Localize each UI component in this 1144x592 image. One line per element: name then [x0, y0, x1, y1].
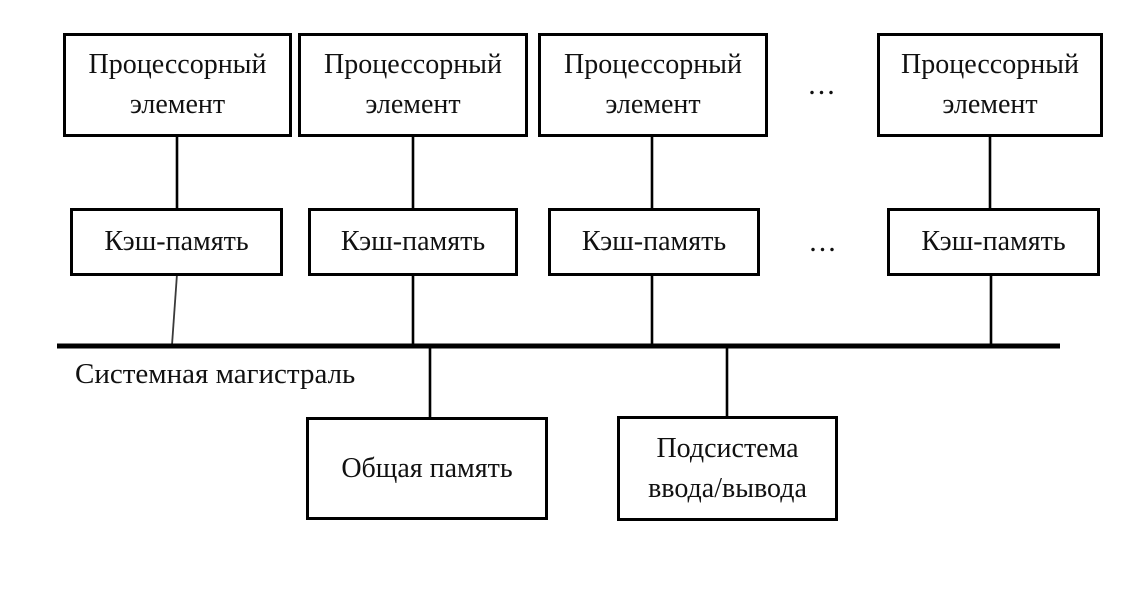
- processor-element-label-3: Процессорный элемент: [564, 49, 742, 120]
- processor-element-label-2: Процессорный элемент: [324, 49, 502, 120]
- processor-element-box-3: Процессорный элемент: [538, 33, 768, 137]
- ellipsis-top: ...: [808, 68, 837, 101]
- processor-element-box-2: Процессорный элемент: [298, 33, 528, 137]
- system-bus-label: Системная магистраль: [75, 358, 356, 390]
- cache-memory-label-2: Кэш-память: [340, 226, 486, 258]
- cache-memory-label-3: Кэш-память: [581, 226, 727, 258]
- cache-memory-box-1: Кэш-память: [70, 208, 283, 276]
- processor-element-box-4: Процессорный элемент: [877, 33, 1103, 137]
- cache-memory-box-3: Кэш-память: [548, 208, 760, 276]
- cache-memory-label-1: Кэш-память: [104, 226, 249, 258]
- shared-memory-box: Общая память: [306, 417, 548, 520]
- processor-element-label-4: Процессорный элемент: [901, 49, 1079, 120]
- processor-element-box-1: Процессорный элемент: [63, 33, 292, 137]
- cache-memory-box-4: Кэш-память: [887, 208, 1100, 276]
- cache-memory-label-4: Кэш-память: [921, 226, 1066, 258]
- cache-memory-box-2: Кэш-память: [308, 208, 518, 276]
- io-subsystem-box: Подсистема ввода/вывода: [617, 416, 838, 521]
- processor-element-label-1: Процессорный элемент: [88, 49, 267, 120]
- io-subsystem-label: Подсистема ввода/вывода: [648, 432, 807, 504]
- shared-memory-label: Общая память: [341, 452, 513, 484]
- ellipsis-middle: ...: [809, 225, 838, 258]
- connector-cache1-bus: [171, 273, 178, 346]
